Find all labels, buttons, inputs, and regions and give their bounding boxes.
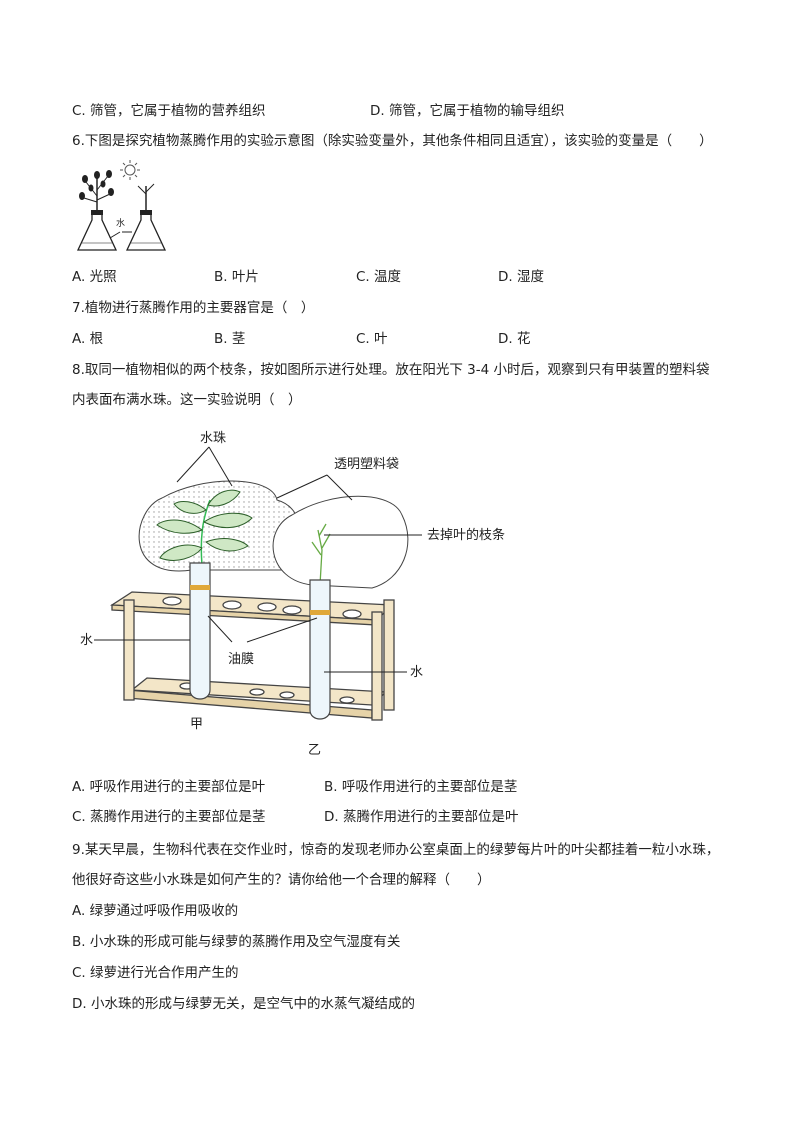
flask-with-leaves: [76, 170, 118, 251]
q8-option-d: D. 蒸腾作用进行的主要部位是叶: [324, 809, 519, 825]
q6-figure-water-label: 水: [116, 217, 125, 229]
q8-stem-line1: 8.取同一植物相似的两个枝条，按如图所示进行处理。放在阳光下 3-4 小时后，观…: [72, 362, 710, 378]
q9-option-d: D. 小水珠的形成与绿萝无关，是空气中的水蒸气凝结成的: [72, 996, 415, 1012]
leafy-branch: [156, 489, 253, 566]
q9-stem-line1: 9.某天早晨，生物科代表在交作业时，惊奇的发现老师办公室桌面上的绿萝每片叶的叶尖…: [72, 842, 720, 858]
test-tube-jia: [189, 562, 211, 700]
label-yi: 乙: [308, 743, 321, 758]
flask-without-leaves: [125, 183, 167, 251]
q6-option-b: B. 叶片: [214, 269, 259, 285]
q6-option-a: A. 光照: [72, 269, 117, 285]
plastic-bag-yi: [272, 495, 409, 589]
test-tube-yi: [309, 579, 331, 720]
q8-option-b: B. 呼吸作用进行的主要部位是茎: [324, 779, 518, 795]
label-water-right: 水: [410, 665, 423, 680]
q8-option-c: C. 蒸腾作用进行的主要部位是茎: [72, 809, 266, 825]
q9-option-a: A. 绿萝通过呼吸作用吸收的: [72, 903, 239, 919]
q5-option-c: C. 筛管，它属于植物的营养组织: [72, 103, 266, 119]
label-oil-film: 油膜: [228, 652, 254, 667]
label-jia: 甲: [190, 717, 203, 732]
q6-option-d: D. 湿度: [498, 269, 544, 285]
q7-stem: 7.植物进行蒸腾作用的主要器官是（ ）: [72, 300, 315, 316]
q7-option-c: C. 叶: [356, 331, 388, 347]
sun-icon: [120, 160, 140, 180]
label-leafless-branch: 去掉叶的枝条: [427, 527, 505, 543]
q7-option-d: D. 花: [498, 331, 531, 347]
label-water-left: 水: [80, 633, 93, 648]
q6-option-c: C. 温度: [356, 269, 402, 285]
label-plastic-bag: 透明塑料袋: [334, 457, 399, 472]
label-water-drops: 水珠: [200, 431, 226, 446]
q9-option-c: C. 绿萝进行光合作用产生的: [72, 965, 239, 981]
q8-stem-line2: 内表面布满水珠。这一实验说明（ ）: [72, 392, 302, 408]
q8-option-a: A. 呼吸作用进行的主要部位是叶: [72, 779, 266, 795]
q8-figure: 水珠 透明塑料袋 去掉叶的枝条 水 油膜 水 甲 乙: [80, 431, 505, 758]
q7-option-b: B. 茎: [214, 331, 246, 347]
q9-option-b: B. 小水珠的形成可能与绿萝的蒸腾作用及空气湿度有关: [72, 934, 401, 950]
q7-option-a: A. 根: [72, 331, 104, 347]
q9-stem-line2: 他很好奇这些小水珠是如何产生的？请你给他一个合理的解释（ ）: [72, 872, 491, 888]
q5-option-d: D. 筛管，它属于植物的输导组织: [370, 103, 565, 119]
q6-figure: 水: [76, 160, 167, 251]
q6-stem: 6.下图是探究植物蒸腾作用的实验示意图（除实验变量外，其他条件相同且适宜），该实…: [72, 133, 713, 149]
leafless-branch: [311, 523, 331, 586]
